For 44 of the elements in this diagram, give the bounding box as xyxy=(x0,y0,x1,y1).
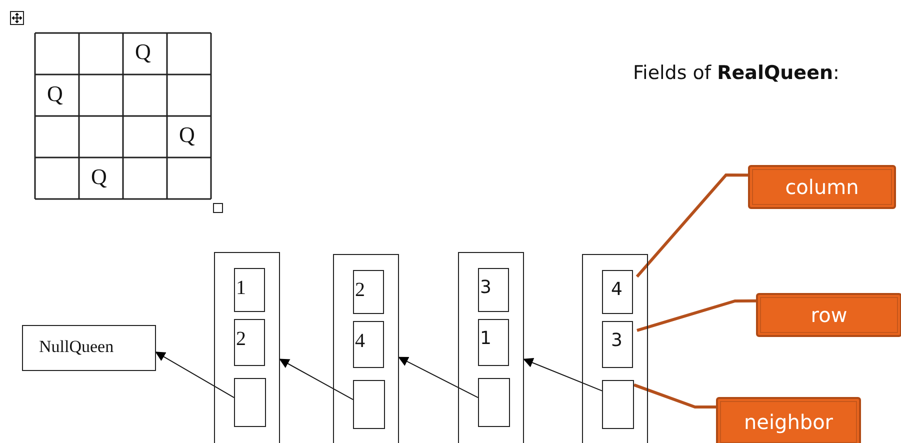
field-box xyxy=(602,321,633,368)
field-box xyxy=(234,319,265,366)
field-value: 4 xyxy=(355,330,365,353)
field-value: 4 xyxy=(611,279,622,300)
field-value: 2 xyxy=(236,328,246,351)
queen-mark: Q xyxy=(135,39,151,65)
class-box xyxy=(22,325,156,371)
callout-text: row xyxy=(810,303,848,327)
class-name: NullQueen xyxy=(39,337,114,357)
pointer-arrow xyxy=(523,358,602,392)
field-box xyxy=(353,270,384,314)
leader-line xyxy=(633,384,716,408)
object-box xyxy=(214,252,280,443)
callout-label xyxy=(756,293,901,337)
field-box xyxy=(234,378,266,427)
field-value: 3 xyxy=(611,330,622,351)
field-value: 1 xyxy=(480,328,492,349)
queen-mark: Q xyxy=(91,164,107,190)
field-box xyxy=(602,380,634,429)
pointer-arrow xyxy=(279,358,354,400)
callout-text: column xyxy=(785,175,859,199)
object-box xyxy=(458,252,524,443)
field-value: 3 xyxy=(480,277,492,298)
field-box xyxy=(478,268,509,312)
field-value: 2 xyxy=(355,279,365,302)
leader-line xyxy=(636,174,748,278)
field-box xyxy=(234,268,265,312)
object-box xyxy=(333,254,399,443)
callout-label xyxy=(748,165,896,209)
field-box xyxy=(353,380,385,429)
object-box xyxy=(582,254,648,443)
leader-line xyxy=(636,299,756,332)
field-box xyxy=(478,378,510,427)
callout-text: neighbor xyxy=(744,410,834,434)
queen-mark: Q xyxy=(47,80,63,106)
field-value: 1 xyxy=(236,277,246,300)
pointer-arrow xyxy=(155,352,234,398)
callout-label xyxy=(716,397,861,443)
queen-mark: Q xyxy=(179,122,195,148)
field-box xyxy=(602,270,633,314)
field-box xyxy=(478,319,509,366)
fields-heading: Fields of RealQueen: xyxy=(633,62,840,84)
pointer-arrow xyxy=(398,356,478,398)
field-box xyxy=(353,321,384,368)
